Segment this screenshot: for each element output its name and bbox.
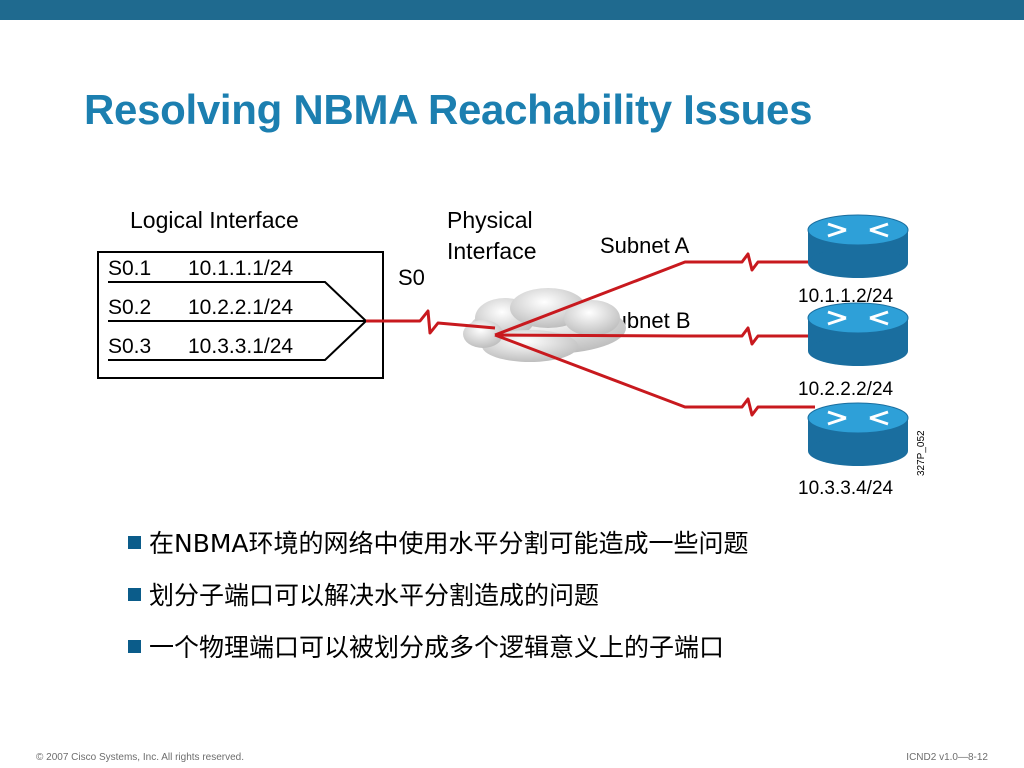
link-subnet-b [494, 326, 815, 346]
bullet-item: 一个物理端口可以被划分成多个逻辑意义上的子端口 [128, 620, 749, 672]
subinterface-name-1: S0.1 [108, 257, 151, 280]
physical-interface-label-line2: Interface [447, 238, 537, 264]
figure-id: 327P_052 [916, 430, 927, 476]
link-subnet-c [494, 333, 815, 417]
subinterface-name-3: S0.3 [108, 335, 151, 358]
bullet-marker [128, 639, 141, 653]
bullet-text: 划分子端口可以解决水平分割造成的问题 [149, 581, 600, 610]
bullet-list: 在NBMA环境的网络中使用水平分割可能造成一些问题 划分子端口可以解决水平分割造… [128, 516, 749, 672]
bullet-marker [128, 587, 141, 601]
footer-course-id: ICND2 v1.0—8-12 [906, 752, 988, 763]
subinterface-name-2: S0.2 [108, 296, 151, 319]
bullet-text: 在NBMA环境的网络中使用水平分割可能造成一些问题 [149, 529, 749, 558]
network-diagram: Logical Interface S0.1 10.1.1.1/24 S0.2 … [97, 207, 927, 499]
router-3-ip: 10.3.3.4/24 [798, 478, 894, 499]
footer-copyright: © 2007 Cisco Systems, Inc. All rights re… [36, 752, 245, 763]
bullet-text: 一个物理端口可以被划分成多个逻辑意义上的子端口 [149, 633, 725, 662]
bullet-marker [128, 535, 141, 549]
router-2-ip: 10.2.2.2/24 [798, 379, 894, 400]
top-banner [0, 0, 1024, 20]
frame-relay-cloud [463, 288, 626, 362]
logical-interface-label: Logical Interface [130, 207, 299, 233]
subinterface-ip-1: 10.1.1.1/24 [188, 257, 293, 280]
link-subnet-a [494, 252, 815, 337]
bullet-item: 划分子端口可以解决水平分割造成的问题 [128, 568, 749, 620]
subnet-a-label: Subnet A [600, 233, 690, 258]
bullet-item: 在NBMA环境的网络中使用水平分割可能造成一些问题 [128, 516, 749, 568]
serial-links [366, 252, 815, 417]
logical-interface-box [97, 251, 384, 379]
subinterface-ip-3: 10.3.3.1/24 [188, 335, 293, 358]
link-s0 [366, 309, 496, 335]
s0-label: S0 [398, 265, 425, 290]
router-3 [807, 402, 909, 466]
slide-title: Resolving NBMA Reachability Issues [84, 86, 813, 133]
subinterface-bus [108, 281, 367, 361]
router-1 [807, 214, 909, 278]
subinterface-ip-2: 10.2.2.1/24 [188, 296, 293, 319]
physical-interface-label-line1: Physical [447, 207, 533, 233]
router-2 [807, 302, 909, 366]
router-1-ip: 10.1.1.2/24 [798, 286, 894, 307]
